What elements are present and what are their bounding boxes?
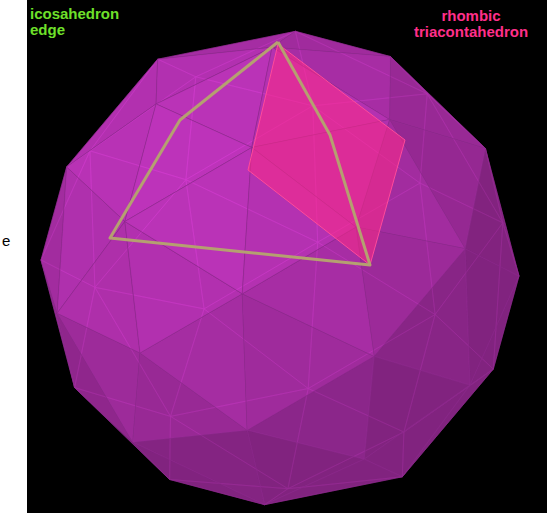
label-rhombic-triacontahedron: rhombic triacontahedron [399, 8, 543, 40]
sphere-face [133, 430, 265, 505]
cut-off-letter: e [2, 233, 24, 249]
rhombus-face [248, 44, 405, 265]
sphere-face [125, 148, 252, 294]
sphere-mesh [41, 31, 519, 504]
label-icosahedron-edge: icosahedron edge [30, 6, 130, 38]
sphere-face [465, 249, 519, 385]
icosahedron-face-outline [110, 42, 370, 265]
